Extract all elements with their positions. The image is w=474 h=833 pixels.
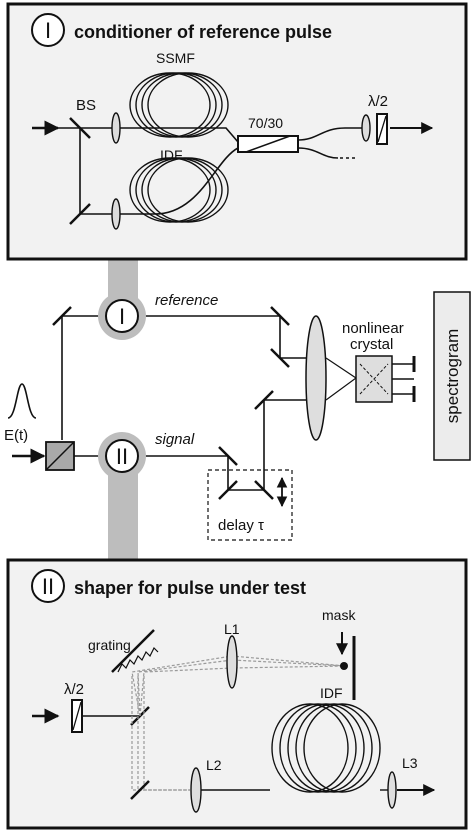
label-waveplate-bottom: λ/2	[64, 681, 84, 698]
beam-splitter	[69, 117, 91, 139]
label-waveplate-top: λ/2	[368, 93, 388, 110]
delay-box	[207, 469, 293, 541]
label-grating: grating	[88, 637, 131, 653]
nonlinear-crystal	[355, 355, 393, 403]
lens-l2	[190, 767, 202, 813]
label-reference: reference	[155, 292, 218, 309]
panel-ii-title: shaper for pulse under test	[74, 578, 306, 598]
idf-fiber-coil-top	[129, 157, 229, 223]
spectrogram-box	[433, 291, 471, 461]
label-l1: L1	[224, 621, 240, 637]
numeral-circle-top	[31, 13, 65, 47]
mirror-shaper-bottom	[130, 780, 150, 800]
label-spectrogram: spectrogram	[443, 329, 462, 423]
mask-aperture-dot	[340, 662, 348, 670]
focusing-lens	[305, 315, 327, 441]
interferometer: I reference E(t) II signal delay τ	[4, 291, 471, 541]
mirror-ref-left	[52, 306, 72, 326]
mirror-bs	[69, 203, 91, 225]
lens-ssmf	[111, 112, 121, 144]
panel-i-numeral: I	[45, 18, 51, 43]
numeral-circle-bottom	[31, 569, 65, 603]
label-input-field: E(t)	[4, 427, 28, 444]
stage-ii-numeral: II	[116, 444, 128, 469]
label-coupler: 70/30	[248, 115, 283, 131]
connector-bottom	[108, 470, 138, 570]
lens-l3	[387, 771, 397, 809]
label-l3: L3	[402, 755, 418, 771]
stage-i-circle	[105, 299, 139, 333]
stage-ii-circle	[105, 439, 139, 473]
label-idf-bottom: IDF	[320, 685, 343, 701]
panel-ii-numeral: II	[42, 574, 54, 599]
panel-shaper: II shaper for pulse under test λ/2 grati…	[6, 558, 468, 830]
stage-i-numeral: I	[119, 304, 125, 329]
lens-l1	[226, 635, 238, 689]
label-signal: signal	[155, 431, 195, 448]
label-idf-top: IDF	[160, 147, 183, 163]
ssmf-fiber-coil	[129, 72, 229, 138]
panel-conditioner: I conditioner of reference pulse BS SSMF	[6, 2, 468, 261]
label-crystal: crystal	[350, 336, 393, 353]
label-l2: L2	[206, 757, 222, 773]
lens-idf	[111, 198, 121, 230]
grating	[111, 629, 159, 673]
label-ssmf: SSMF	[156, 50, 195, 66]
label-delay: delay τ	[218, 517, 264, 534]
idf-fiber-coil-bottom	[271, 703, 381, 793]
input-pulse-icon	[7, 383, 37, 419]
label-nonlinear: nonlinear	[342, 320, 404, 337]
label-bs: BS	[76, 97, 96, 114]
lens-output	[361, 114, 371, 142]
panel-i-title: conditioner of reference pulse	[74, 22, 332, 42]
label-mask: mask	[322, 607, 356, 623]
